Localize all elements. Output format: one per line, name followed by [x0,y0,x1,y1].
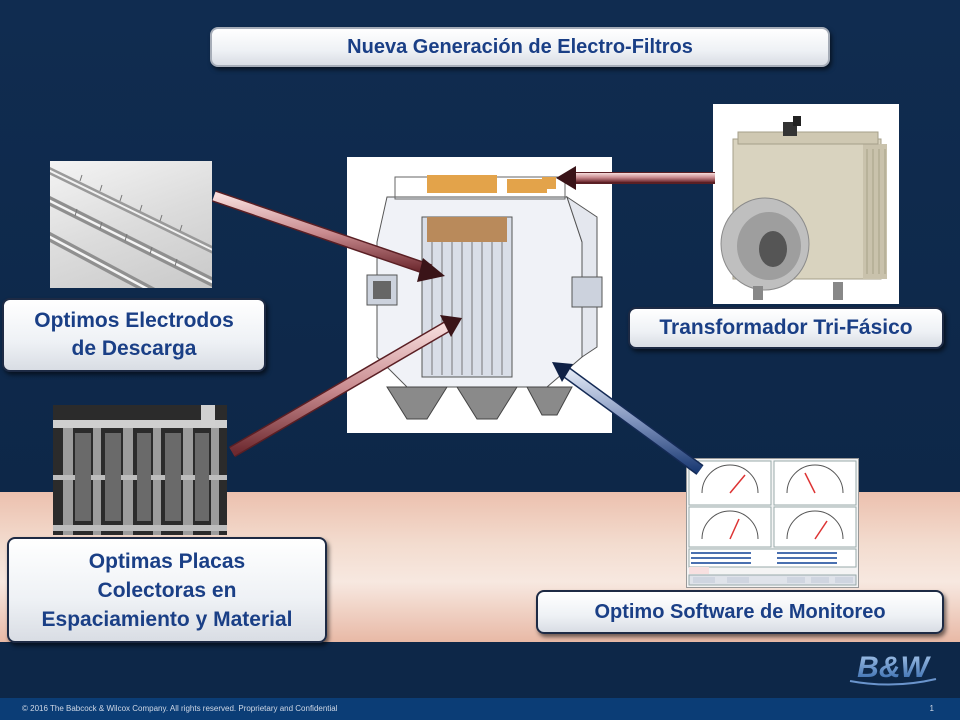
bw-logo: B&W [849,651,937,686]
electrostatic-precipitator-illustration [347,157,612,433]
label-discharge-electrodes: Optimos Electrodos de Descarga [2,298,266,372]
bw-logo-text: B&W [857,651,931,684]
collector-plates-photo [53,405,227,535]
label-collector-plates: Optimas Placas Colectoras en Espaciamien… [7,537,327,643]
background-bottom [0,642,960,698]
page-number: 1 [929,704,934,713]
footer-copyright: © 2016 The Babcock & Wilcox Company. All… [22,704,338,713]
label-transformer: Transformador Tri-Fásico [628,307,944,349]
monitoring-software-screenshot [686,458,859,588]
slide-title: Nueva Generación de Electro-Filtros [210,27,830,67]
discharge-electrodes-photo [50,161,212,288]
label-monitoring-software: Optimo Software de Monitoreo [536,590,944,634]
transformer-photo [713,104,899,304]
footer-bar: © 2016 The Babcock & Wilcox Company. All… [0,698,960,720]
